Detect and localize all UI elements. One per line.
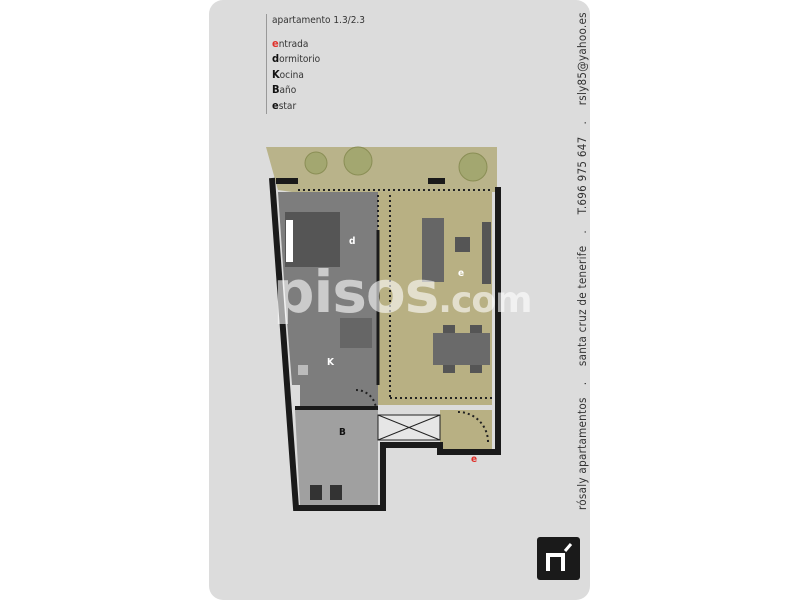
contact-info: rósaly apartamentos. santa cruz de tener… xyxy=(575,12,589,510)
label-dormitorio: d xyxy=(349,236,355,247)
pillow xyxy=(286,220,293,262)
bano-area xyxy=(295,410,378,505)
tree xyxy=(304,151,328,175)
watermark: pisos.com xyxy=(273,258,533,326)
bidet xyxy=(330,485,342,500)
legend-dormitorio: dormitorio xyxy=(272,52,321,65)
chair xyxy=(443,365,455,373)
apartment-title: apartamento 1.3/2.3 xyxy=(272,15,365,26)
chair xyxy=(470,325,482,333)
label-bano: B xyxy=(339,427,346,438)
email: rsly85@yahoo.es xyxy=(575,12,589,106)
plan-header: apartamento 1.3/2.3 entrada dormitorio K… xyxy=(266,14,365,114)
label-kocina: K xyxy=(327,357,335,368)
kocina-area xyxy=(285,295,378,385)
dotted-lines xyxy=(298,189,492,443)
dining-table xyxy=(433,333,490,365)
room-legend: entrada dormitorio Kocina Baño estar xyxy=(272,37,365,115)
legend-kocina: Kocina xyxy=(272,67,304,81)
chair xyxy=(443,325,455,333)
chair xyxy=(470,365,482,373)
sofa xyxy=(422,218,444,282)
hall-area xyxy=(300,385,378,410)
kitchen-sink xyxy=(298,365,308,375)
tree xyxy=(458,152,488,182)
company-name: rósaly apartamentos xyxy=(575,397,589,510)
label-estar: e xyxy=(458,268,464,279)
armchair xyxy=(455,237,470,252)
walls xyxy=(269,177,501,511)
brand-logo xyxy=(537,537,580,580)
bed xyxy=(285,212,340,267)
logo-r-icon xyxy=(546,543,573,571)
tv-unit xyxy=(482,222,491,284)
legend-estar: estar xyxy=(272,98,297,112)
city: santa cruz de tenerife xyxy=(575,245,589,367)
entrada-area xyxy=(440,410,492,452)
legend-entrada: entrada xyxy=(272,36,309,50)
label-entrada: e xyxy=(471,454,477,465)
toilet xyxy=(310,485,322,500)
kitchen-table xyxy=(340,318,372,348)
tree xyxy=(343,146,373,176)
legend-bano: Baño xyxy=(272,83,297,96)
phone: T.696 975 647 xyxy=(575,136,589,215)
